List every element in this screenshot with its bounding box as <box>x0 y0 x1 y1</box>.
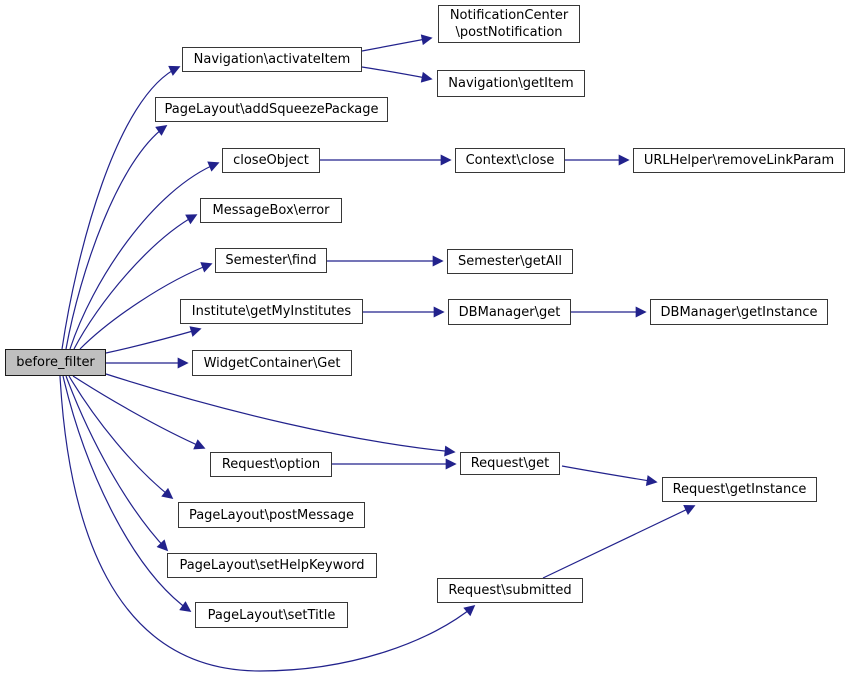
edge-before-filter--request-option <box>72 375 206 450</box>
edge-before-filter--close-object <box>69 161 220 350</box>
node-label: PageLayout\addSqueezePackage <box>164 102 379 117</box>
edge-before-filter--messagebox-error <box>73 214 198 350</box>
node-context-close[interactable]: Context\close <box>455 148 565 173</box>
node-pagelayout-add-squeeze-package[interactable]: PageLayout\addSqueezePackage <box>155 97 388 122</box>
edge-before-filter--institute-get-my-institutes <box>105 326 202 354</box>
node-navigation-get-item[interactable]: Navigation\getItem <box>437 70 585 97</box>
node-dbmanager-get[interactable]: DBManager\get <box>448 299 571 325</box>
node-widgetcontainer-get[interactable]: WidgetContainer\Get <box>192 350 352 376</box>
edge-request-get--request-get-instance <box>561 465 658 486</box>
node-label: Request\getInstance <box>672 482 807 497</box>
edge-before-filter--pagelayout-set-title <box>62 375 192 612</box>
edge-before-filter--pagelayout-set-help-keyword <box>65 375 169 552</box>
node-request-get[interactable]: Request\get <box>460 452 560 475</box>
node-label: Request\submitted <box>448 583 572 598</box>
node-semester-get-all[interactable]: Semester\getAll <box>447 249 573 274</box>
node-close-object[interactable]: closeObject <box>222 148 320 173</box>
node-request-get-instance[interactable]: Request\getInstance <box>662 477 817 502</box>
node-messagebox-error[interactable]: MessageBox\error <box>200 198 342 223</box>
edge-navigation-activate-item--notificationcenter-post-notification <box>361 34 433 52</box>
node-pagelayout-set-help-keyword[interactable]: PageLayout\setHelpKeyword <box>167 553 377 578</box>
node-semester-find[interactable]: Semester\find <box>215 248 327 273</box>
node-label: PageLayout\setTitle <box>207 607 336 623</box>
node-label: NotificationCenter \postNotification <box>449 8 569 40</box>
node-request-submitted[interactable]: Request\submitted <box>437 578 583 603</box>
node-label: WidgetContainer\Get <box>203 355 341 371</box>
edge-before-filter--pagelayout-add-squeeze-package <box>65 125 168 350</box>
node-label: Semester\find <box>225 253 317 268</box>
node-label: MessageBox\error <box>212 203 330 218</box>
edge-navigation-activate-item--navigation-get-item <box>361 66 433 83</box>
node-notificationcenter-post-notification[interactable]: NotificationCenter \postNotification <box>438 5 580 43</box>
node-label: PageLayout\postMessage <box>188 507 355 523</box>
node-label: before_filter <box>16 355 95 370</box>
node-request-option[interactable]: Request\option <box>210 452 332 477</box>
node-urlhelper-remove-link-param[interactable]: URLHelper\removeLinkParam <box>633 148 845 173</box>
node-institute-get-my-institutes[interactable]: Institute\getMyInstitutes <box>180 299 363 324</box>
node-label: Navigation\getItem <box>448 76 574 91</box>
edge-before-filter--semester-find <box>79 262 213 350</box>
node-pagelayout-post-message[interactable]: PageLayout\postMessage <box>178 502 365 528</box>
node-label: DBManager\get <box>458 304 561 320</box>
edge-before-filter--navigation-activate-item <box>61 65 181 350</box>
node-label: PageLayout\setHelpKeyword <box>179 558 365 573</box>
node-label: DBManager\getInstance <box>660 304 818 320</box>
node-label: Navigation\activateItem <box>193 52 351 67</box>
node-label: Request\get <box>470 456 550 471</box>
node-pagelayout-set-title[interactable]: PageLayout\setTitle <box>195 602 348 628</box>
node-before-filter: before_filter <box>5 349 106 376</box>
node-label: Semester\getAll <box>458 254 562 269</box>
edge-before-filter--request-get <box>105 373 456 457</box>
node-dbmanager-get-instance[interactable]: DBManager\getInstance <box>650 299 828 325</box>
node-label: Institute\getMyInstitutes <box>191 304 352 319</box>
node-label: URLHelper\removeLinkParam <box>643 153 835 168</box>
node-navigation-activate-item[interactable]: Navigation\activateItem <box>182 47 362 72</box>
node-label: Request\option <box>221 457 321 472</box>
edge-request-submitted--request-get-instance <box>542 505 696 579</box>
edge-before-filter--request-submitted <box>59 375 476 672</box>
edge-before-filter--pagelayout-post-message <box>68 375 174 500</box>
node-label: Context\close <box>465 153 555 168</box>
node-label: closeObject <box>233 153 309 168</box>
